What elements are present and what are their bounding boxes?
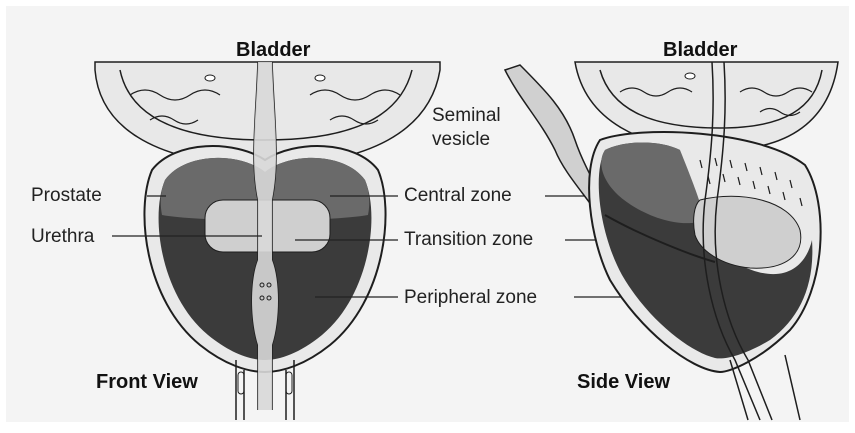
seminal-vesicle-label-line2: vesicle [432,130,490,149]
side-view-caption: Side View [577,372,670,392]
side-bladder-title: Bladder [663,40,737,60]
front-ureter-opening-right [315,75,325,81]
peripheral-zone-label: Peripheral zone [404,288,537,307]
front-view-caption: Front View [96,372,198,392]
seminal-vesicle-label-line1: Seminal [432,106,501,125]
urethra-label: Urethra [31,227,94,246]
transition-zone-label: Transition zone [404,230,533,249]
prostate-label: Prostate [31,186,102,205]
central-zone-label: Central zone [404,186,512,205]
front-ureter-opening-left [205,75,215,81]
front-bladder-title: Bladder [236,40,310,60]
side-ureter-opening [685,73,695,79]
